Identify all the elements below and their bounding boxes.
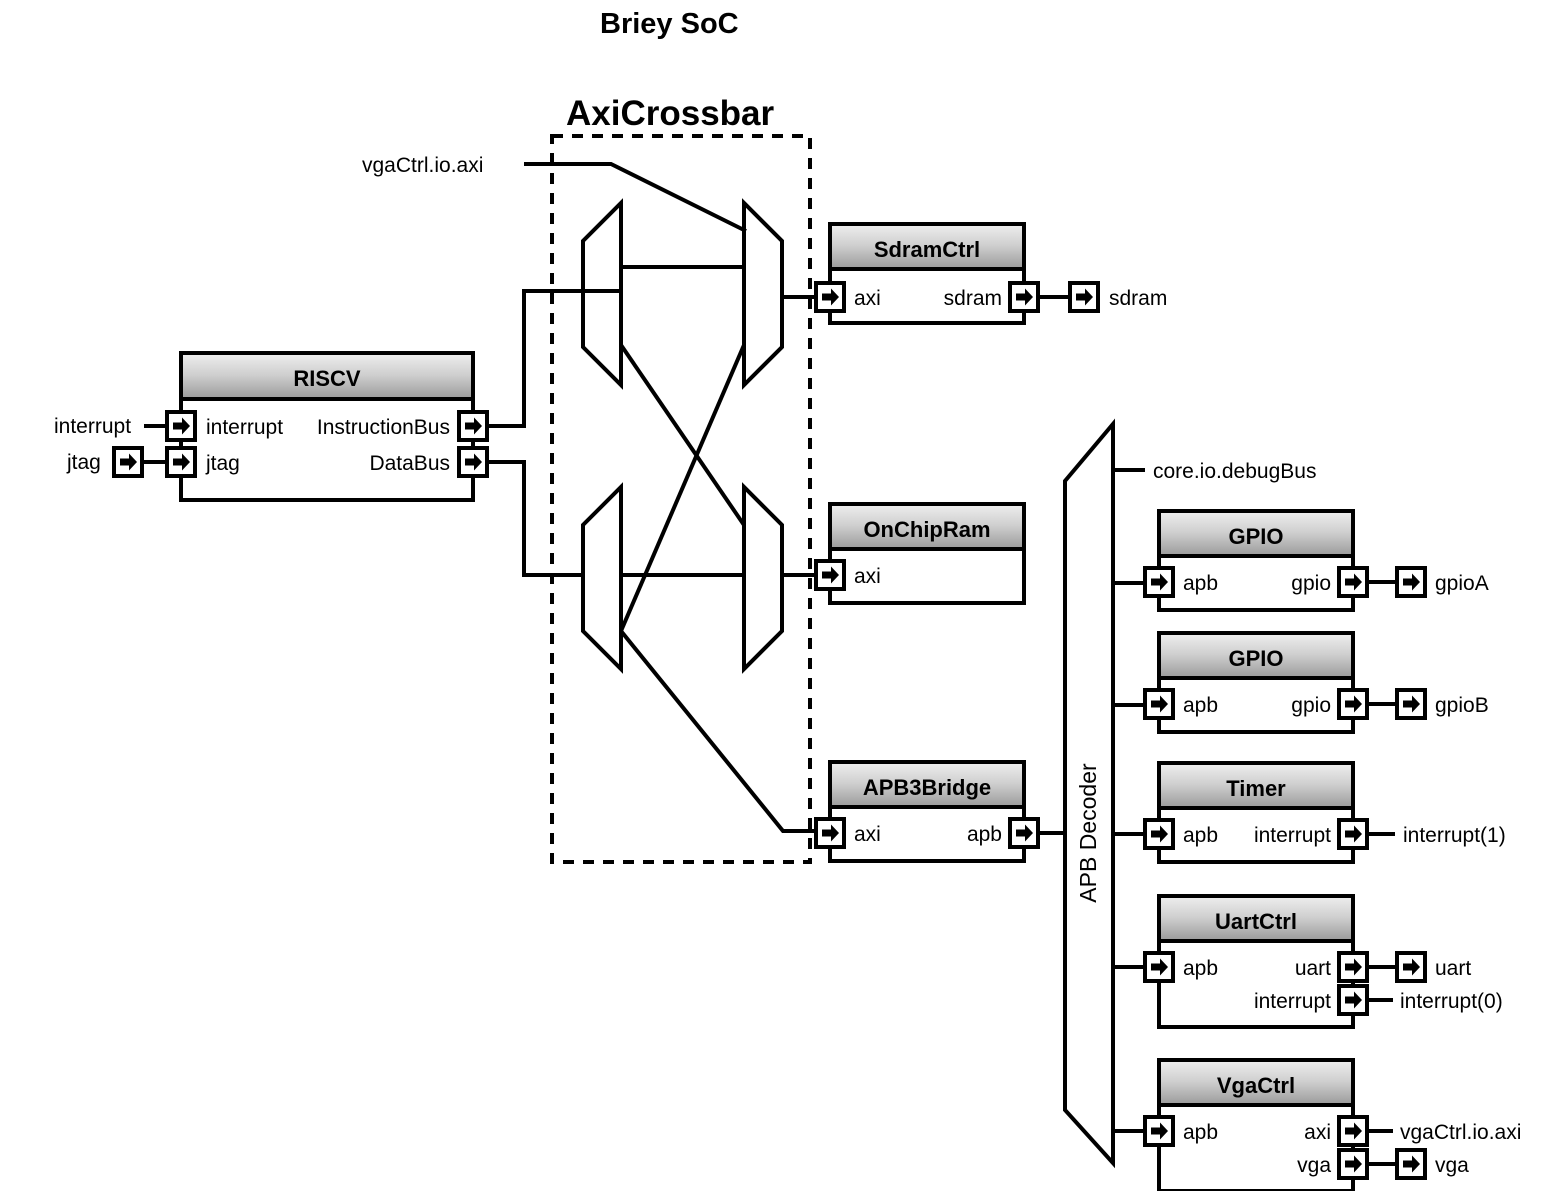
wire-vgactrl-axi-to-crossbar <box>524 162 747 233</box>
block-title-vgactrl: VgaCtrl <box>1217 1073 1295 1098</box>
portmark-gpio-a-apb-in[interactable] <box>1143 566 1175 598</box>
port-riscv-instructionbus: InstructionBus <box>317 416 450 439</box>
label-gpioa-out: gpioA <box>1435 572 1489 595</box>
block-title-onchipram: OnChipRam <box>863 517 990 542</box>
portmark-riscv-interrupt-in[interactable] <box>165 410 197 442</box>
block-title-riscv: RISCV <box>293 366 361 391</box>
port-uartctrl-apb: apb <box>1183 957 1218 980</box>
crossbar-link-cross-b <box>619 344 746 632</box>
block-riscv: RISCV interrupt jtag InstructionBus Data… <box>179 351 475 502</box>
portmark-onchipram-axi-in[interactable] <box>814 559 846 591</box>
portmark-uartctrl-uart-out[interactable] <box>1337 951 1369 983</box>
label-interrupt-in: interrupt <box>54 415 131 438</box>
block-title-sdramctrl: SdramCtrl <box>874 237 980 262</box>
port-vgactrl-apb: apb <box>1183 1121 1218 1144</box>
portmark-riscv-instructionbus-out[interactable] <box>457 410 489 442</box>
portmark-gpio-b-gpio-out[interactable] <box>1337 688 1369 720</box>
portmark-vga-external[interactable] <box>1395 1148 1427 1180</box>
label-jtag-in: jtag <box>66 451 101 474</box>
portmark-riscv-databus-out[interactable] <box>457 446 489 478</box>
block-sdramctrl: SdramCtrl axi sdram <box>828 222 1026 325</box>
crossbar-mux-lower-left <box>581 482 623 674</box>
page-title: Briey SoC <box>600 8 739 40</box>
portmark-timer-apb-in[interactable] <box>1143 818 1175 850</box>
portmark-uart-external[interactable] <box>1395 951 1427 983</box>
portmark-sdram-external[interactable] <box>1068 281 1100 313</box>
crossbar-title: AxiCrossbar <box>566 94 775 133</box>
portmark-vgactrl-vga-out[interactable] <box>1337 1148 1369 1180</box>
block-apb3bridge: APB3Bridge axi apb <box>828 760 1026 863</box>
label-uart-out: uart <box>1435 957 1471 980</box>
port-gpio-b-gpio: gpio <box>1291 694 1331 717</box>
block-onchipram: OnChipRam axi <box>828 502 1026 605</box>
block-uartctrl: UartCtrl apb uart interrupt <box>1157 894 1355 1029</box>
block-timer: Timer apb interrupt <box>1157 761 1355 864</box>
port-sdramctrl-sdram: sdram <box>944 287 1002 310</box>
port-onchipram-axi: axi <box>854 565 881 588</box>
port-vgactrl-axi: axi <box>1304 1121 1331 1144</box>
wire-databus-to-crossbar <box>487 460 583 577</box>
label-timer-interrupt-out: interrupt(1) <box>1403 824 1506 847</box>
label-core-debugbus: core.io.debugBus <box>1153 460 1316 483</box>
label-sdram-out: sdram <box>1109 287 1167 310</box>
crossbar-link-cross-a <box>619 343 746 527</box>
port-uartctrl-interrupt: interrupt <box>1254 990 1331 1013</box>
apb-decoder-label: APB Decoder <box>1075 763 1101 903</box>
port-riscv-interrupt: interrupt <box>206 416 283 439</box>
port-apb3bridge-axi: axi <box>854 823 881 846</box>
portmark-timer-interrupt-out[interactable] <box>1337 818 1369 850</box>
port-gpio-a-gpio: gpio <box>1291 572 1331 595</box>
label-vgactrl-axi-top: vgaCtrl.io.axi <box>362 154 483 177</box>
label-vga-axi-out: vgaCtrl.io.axi <box>1400 1121 1521 1144</box>
portmark-apb3bridge-axi-in[interactable] <box>814 817 846 849</box>
portmark-gpio-b-apb-in[interactable] <box>1143 688 1175 720</box>
block-title-uartctrl: UartCtrl <box>1215 909 1297 934</box>
port-vgactrl-vga: vga <box>1297 1154 1331 1177</box>
block-vgactrl: VgaCtrl apb axi vga <box>1157 1058 1355 1191</box>
port-apb3bridge-apb: apb <box>967 823 1002 846</box>
portmark-apb3bridge-apb-out[interactable] <box>1008 817 1040 849</box>
portmark-gpio-a-gpio-out[interactable] <box>1337 566 1369 598</box>
apb-decoder-shape <box>1063 418 1115 1169</box>
portmark-riscv-jtag-in[interactable] <box>165 446 197 478</box>
portmark-vgactrl-axi-out[interactable] <box>1337 1115 1369 1147</box>
crossbar-mux-upper-right <box>742 198 784 390</box>
wire-crossbar-to-apb3bridge <box>619 629 818 833</box>
port-uartctrl-uart: uart <box>1295 957 1331 980</box>
port-riscv-databus: DataBus <box>369 452 450 475</box>
label-vga-out: vga <box>1435 1154 1469 1177</box>
block-title-gpio-a: GPIO <box>1228 524 1283 549</box>
block-gpio-a: GPIO apb gpio <box>1157 509 1355 612</box>
portmark-sdramctrl-axi-in[interactable] <box>814 281 846 313</box>
crossbar-boundary <box>550 134 812 864</box>
port-gpio-a-apb: apb <box>1183 572 1218 595</box>
portmark-uartctrl-apb-in[interactable] <box>1143 951 1175 983</box>
block-title-gpio-b: GPIO <box>1228 646 1283 671</box>
crossbar-mux-upper-left <box>581 198 623 390</box>
label-uart-interrupt-out: interrupt(0) <box>1400 990 1503 1013</box>
port-riscv-jtag: jtag <box>205 452 240 475</box>
block-title-timer: Timer <box>1226 776 1286 801</box>
portmark-gpiob-external[interactable] <box>1395 688 1427 720</box>
crossbar-mux-lower-right <box>742 482 784 674</box>
portmark-vgactrl-apb-in[interactable] <box>1143 1115 1175 1147</box>
port-timer-interrupt: interrupt <box>1254 824 1331 847</box>
portmark-gpioa-external[interactable] <box>1395 566 1427 598</box>
block-title-apb3bridge: APB3Bridge <box>863 775 991 800</box>
port-sdramctrl-axi: axi <box>854 287 881 310</box>
label-gpiob-out: gpioB <box>1435 694 1489 717</box>
portmark-uartctrl-interrupt-out[interactable] <box>1337 984 1369 1016</box>
port-timer-apb: apb <box>1183 824 1218 847</box>
portmark-sdramctrl-sdram-out[interactable] <box>1008 281 1040 313</box>
port-gpio-b-apb: apb <box>1183 694 1218 717</box>
portmark-jtag-external[interactable] <box>112 446 144 478</box>
block-gpio-b: GPIO apb gpio <box>1157 631 1355 734</box>
